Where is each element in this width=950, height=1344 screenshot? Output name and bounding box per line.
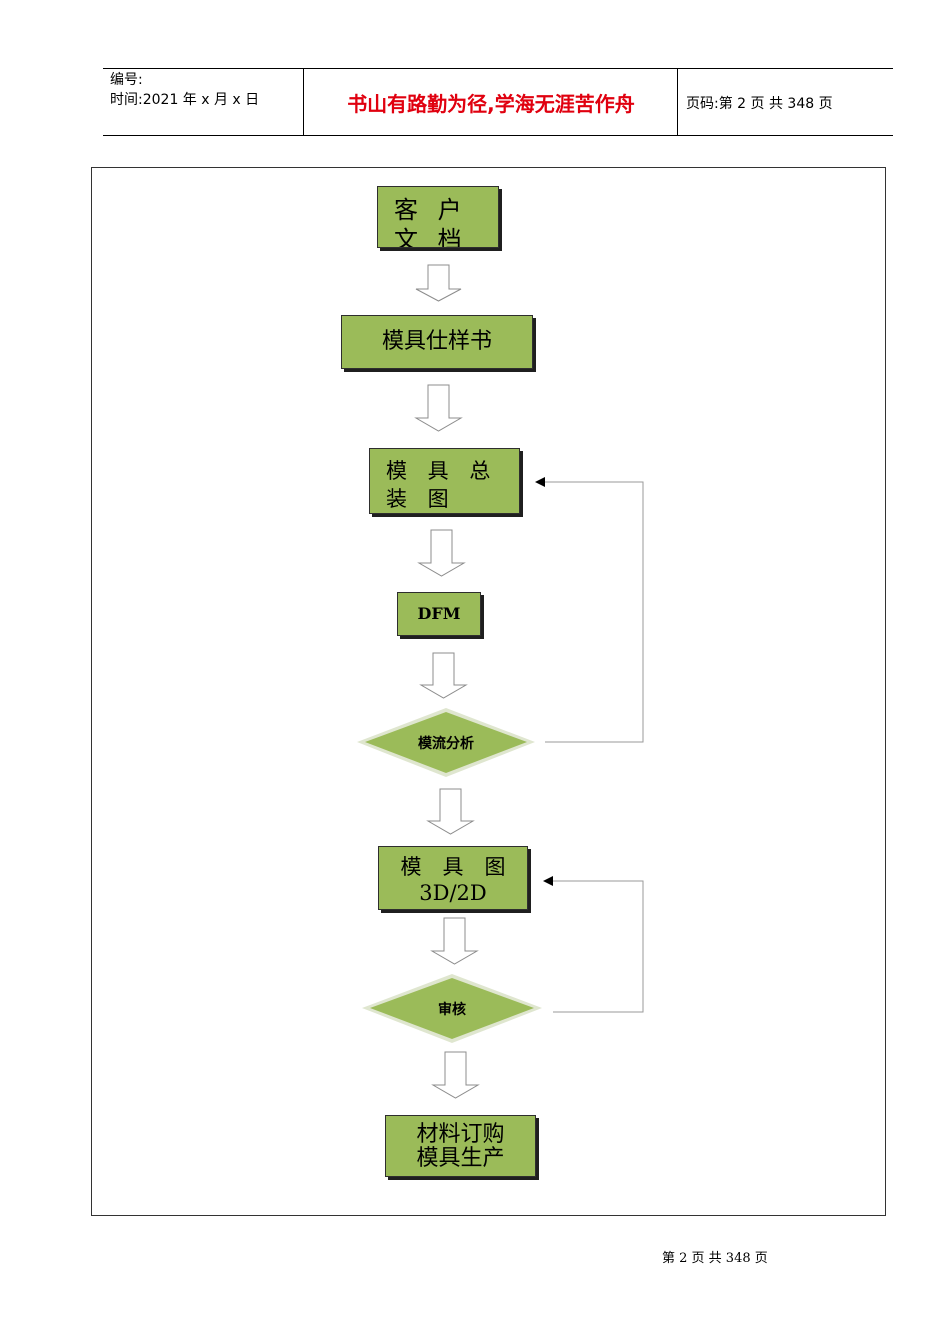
mold-spec-box: 模具仕样书 (341, 315, 533, 369)
down-arrow-3 (417, 529, 466, 577)
header-bottom-rule (103, 135, 893, 136)
header-divider-left (303, 68, 304, 136)
down-arrow-5 (426, 788, 475, 835)
assembly-drawing-label: 模 具 总 装 图 (386, 459, 498, 511)
flow-analysis-label: 模流分析 (418, 736, 474, 752)
feedback-arrowhead-2 (543, 876, 553, 886)
down-arrow-6 (430, 917, 479, 965)
feedback-arrowhead-1 (535, 477, 545, 487)
mold-production-label: 模具生产 (416, 1146, 505, 1171)
footer-page-number: 第 2 页 共 348 页 (662, 1251, 768, 1266)
diagram-frame (91, 167, 886, 1216)
review-diamond (362, 974, 542, 1043)
mold-drawing-box: 模 具 图 3D/2D (378, 846, 528, 910)
material-order-label: 材料订购 (416, 1122, 505, 1147)
review-label: 审核 (438, 1002, 466, 1018)
material-production-box: 材料订购 模具生产 (385, 1115, 536, 1177)
header-meta: 编号: 时间:2021 年 x 月 x 日 (110, 70, 259, 110)
mold-spec-label: 模具仕样书 (381, 329, 492, 354)
header-top-rule (103, 68, 893, 69)
feedback-line-2 (552, 880, 644, 1013)
mold-drawing-label-1: 模 具 图 (400, 855, 506, 879)
down-arrow-2 (414, 384, 463, 432)
number-label: 编号: (110, 72, 143, 88)
dfm-label: DFM (417, 604, 461, 623)
down-arrow-1 (415, 264, 462, 302)
down-arrow-7 (431, 1051, 480, 1099)
feedback-line-1 (545, 481, 644, 743)
customer-docs-label: 客 户 文 档 (394, 196, 468, 248)
down-arrow-4 (419, 652, 468, 699)
assembly-drawing-box: 模 具 总 装 图 (369, 448, 520, 514)
flow-analysis-diamond (357, 708, 535, 777)
header-divider-right (677, 68, 678, 136)
header-page-info: 页码:第 2 页 共 348 页 (686, 96, 833, 112)
dfm-box: DFM (397, 592, 481, 636)
header-motto: 书山有路勤为径,学海无涯苦作舟 (347, 92, 635, 116)
customer-docs-box: 客 户 文 档 (377, 186, 499, 248)
mold-drawing-label-2: 3D/2D (419, 881, 487, 905)
time-label: 时间:2021 年 x 月 x 日 (110, 92, 260, 108)
